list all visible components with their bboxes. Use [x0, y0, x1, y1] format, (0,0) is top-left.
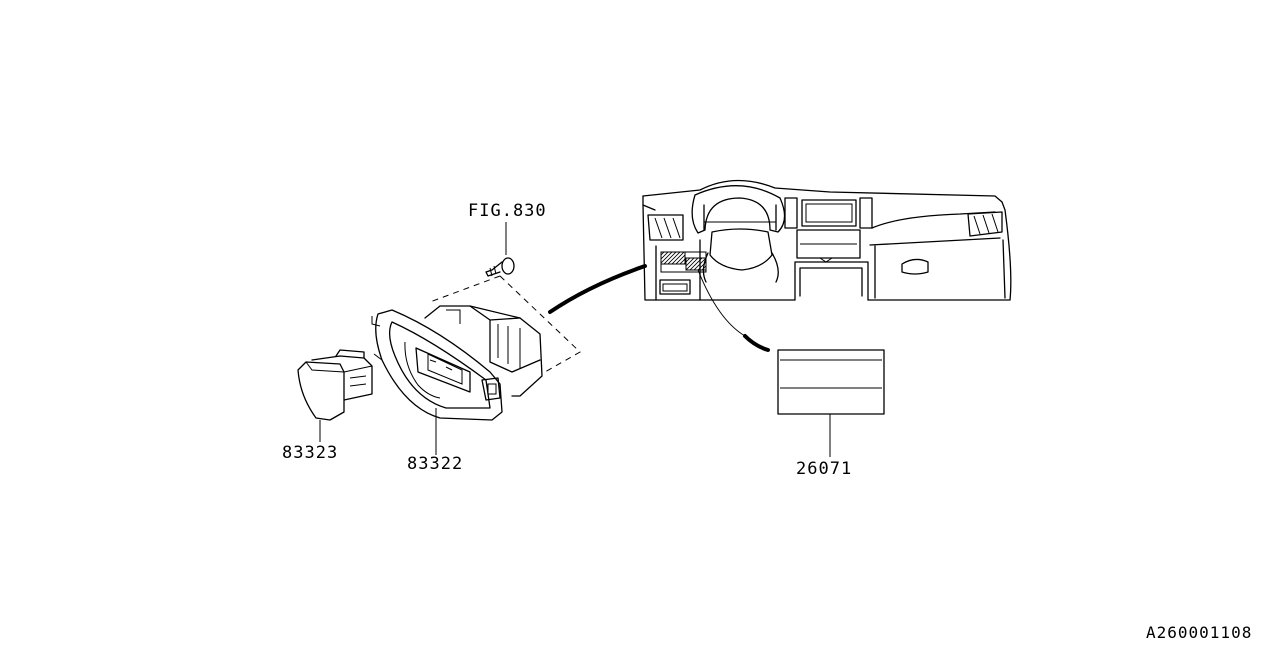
callout-arrow-panel	[548, 264, 647, 314]
part-number-26071: 26071	[796, 459, 852, 479]
mounting-guide-dashed	[429, 275, 581, 373]
connector-tick	[373, 353, 383, 361]
switch-83323	[297, 349, 373, 442]
part-number-83323: 83323	[282, 443, 338, 463]
screw-icon	[485, 222, 515, 277]
fig-reference-label: FIG.830	[468, 201, 547, 221]
dashboard-illustration	[642, 179, 1012, 301]
callout-arrow-label	[743, 334, 770, 352]
label-plate-26071	[777, 349, 885, 457]
dash-location-label-hatch	[685, 257, 707, 271]
callout-leader-label	[697, 269, 746, 337]
switch-panel-83322	[371, 305, 543, 455]
diagram-id: A260001108	[1146, 623, 1252, 640]
dash-location-panel-hatch	[660, 251, 686, 265]
part-number-83322: 83322	[407, 454, 463, 474]
